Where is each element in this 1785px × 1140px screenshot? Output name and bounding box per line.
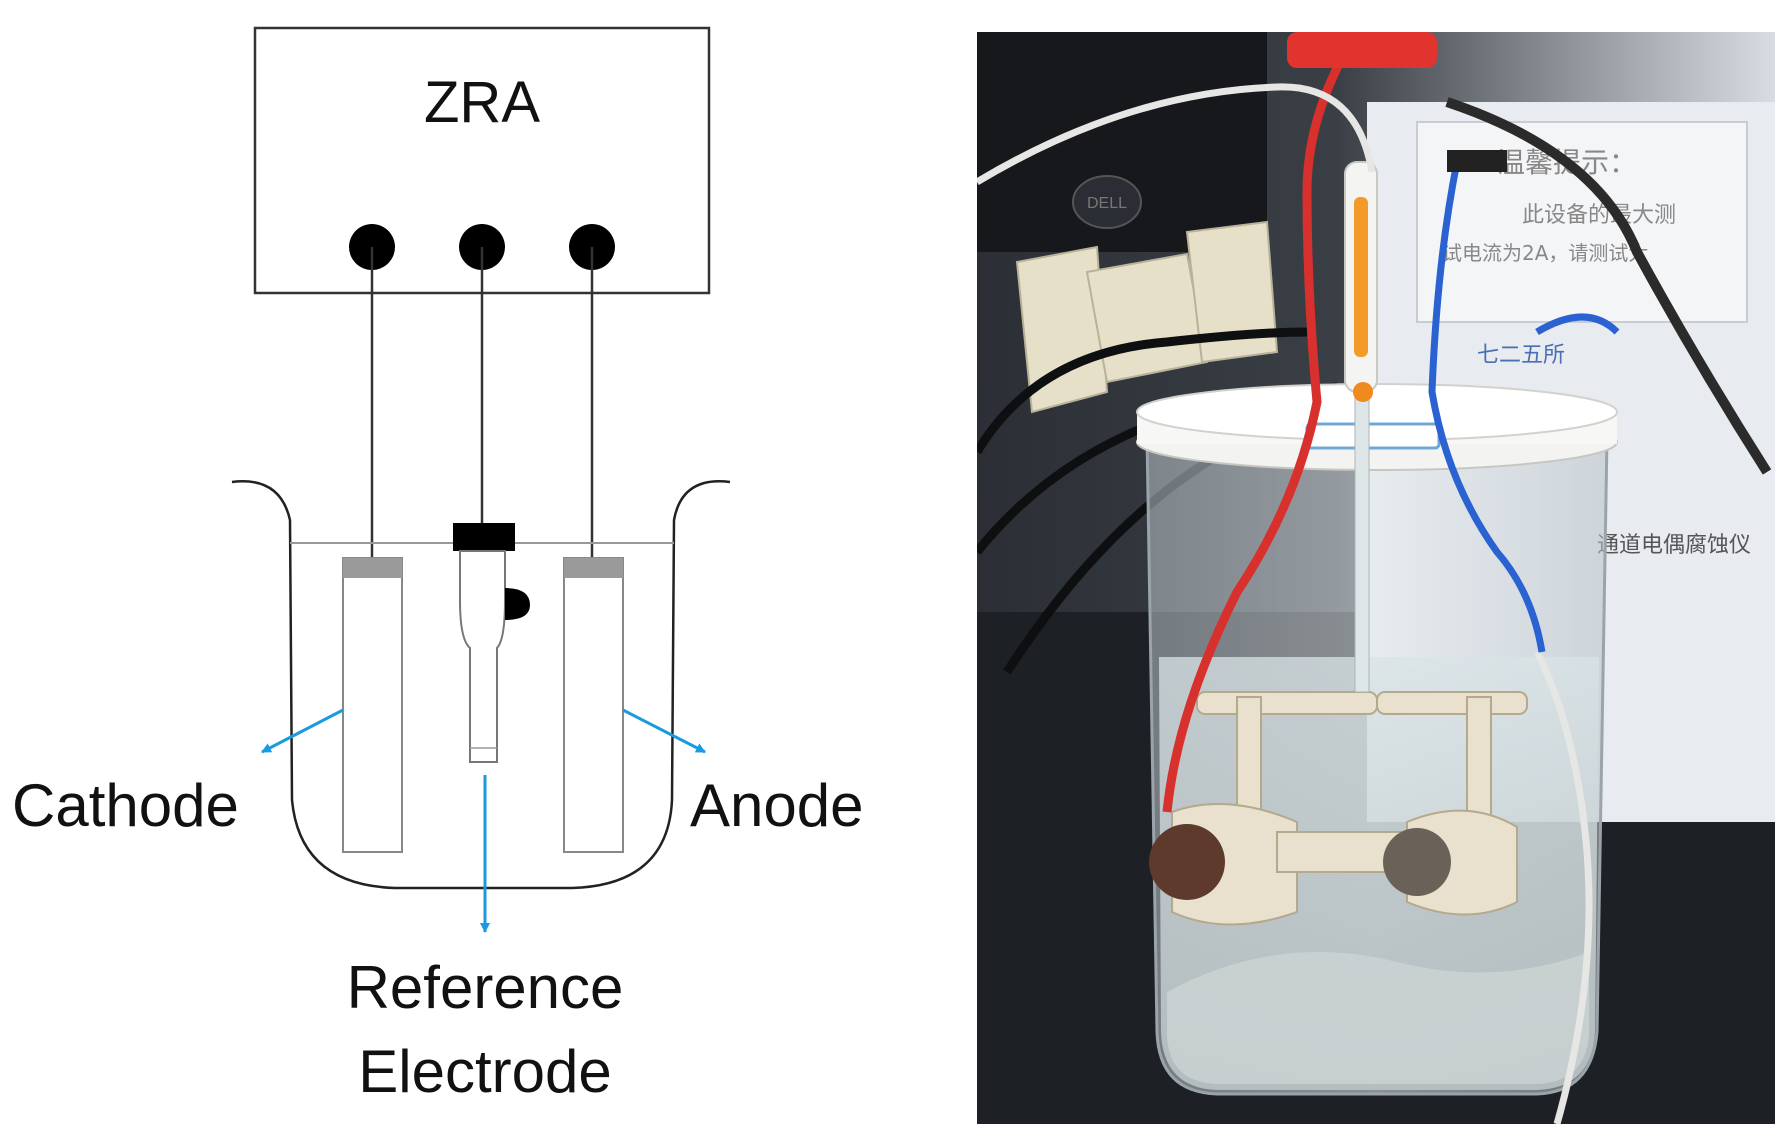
connection-wires <box>370 247 594 560</box>
anode-arrow <box>622 708 706 754</box>
red-clip <box>1287 32 1437 68</box>
cathode-label: Cathode <box>12 772 239 839</box>
cathode-sample <box>1149 824 1225 900</box>
red-cable <box>1162 32 1361 813</box>
reference-label-line2: Electrode <box>358 1038 611 1105</box>
photo-reference-electrode <box>1344 161 1378 693</box>
reference-label-line1: Reference <box>347 954 624 1021</box>
monitor-brand: DELL <box>1087 195 1127 212</box>
zra-label: ZRA <box>424 70 540 135</box>
dark-cable <box>1445 97 1772 475</box>
anode-label: Anode <box>690 772 864 839</box>
device-brand: 七二五所 <box>1477 343 1565 368</box>
white-cable <box>977 83 1593 1124</box>
device-name: 通道电偶腐蚀仪 <box>1597 533 1751 558</box>
reference-electrode <box>453 523 530 763</box>
anode-electrode <box>563 557 624 853</box>
beaker-lid <box>1136 383 1618 471</box>
anode-sample <box>1383 828 1451 896</box>
pointer-arrows <box>261 708 706 933</box>
electrochemical-cell-schematic: ZRA Cathode Anode Reference Elec <box>12 26 864 1105</box>
sign-line3: 试电流为2A，请测试大 <box>1442 241 1648 265</box>
cathode-arrow <box>261 708 344 754</box>
blue-cable <box>1428 161 1620 653</box>
cathode-electrode <box>342 557 403 853</box>
black-clip <box>1447 150 1507 172</box>
sign-line2: 此设备的最大测 <box>1522 203 1676 228</box>
monitor: DELL <box>977 32 1267 252</box>
photo-beaker <box>1145 435 1609 1096</box>
setup-photo: DELL 温馨提示： 此设备的最大测 试电流为2A，请测试大 七二五所 通道电偶… <box>977 32 1775 1124</box>
